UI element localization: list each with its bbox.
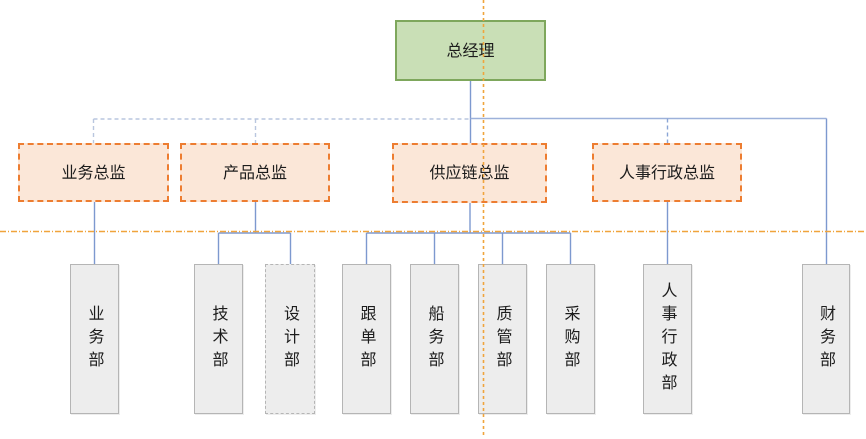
node-shipping-dept[interactable]: 船务部 — [410, 264, 459, 414]
node-finance-dept[interactable]: 财务部 — [802, 264, 850, 414]
node-tech-dept[interactable]: 技术部 — [194, 264, 243, 414]
node-order-follow-dept-label: 跟单部 — [357, 304, 377, 374]
node-general-manager-label: 总经理 — [446, 40, 495, 60]
node-hr-admin-director[interactable]: 人事行政总监 — [592, 143, 742, 202]
node-purchasing-dept[interactable]: 采购部 — [546, 264, 595, 414]
node-hr-admin-dept-label: 人事行政部 — [658, 281, 678, 397]
node-quality-dept-label: 质管部 — [493, 304, 513, 374]
node-product-director-label: 产品总监 — [222, 162, 287, 182]
node-design-dept[interactable]: 设计部 — [265, 264, 315, 414]
node-general-manager[interactable]: 总经理 — [395, 20, 546, 81]
node-supply-chain-director[interactable]: 供应链总监 — [392, 143, 547, 203]
node-tech-dept-label: 技术部 — [209, 304, 229, 374]
node-hr-admin-director-label: 人事行政总监 — [618, 162, 715, 182]
node-business-director[interactable]: 业务总监 — [18, 143, 169, 202]
node-design-dept-label: 设计部 — [281, 304, 300, 374]
node-quality-dept[interactable]: 质管部 — [478, 264, 527, 414]
node-shipping-dept-label: 船务部 — [425, 304, 445, 374]
node-supply-chain-director-label: 供应链总监 — [429, 163, 510, 182]
node-finance-dept-label: 财务部 — [817, 304, 836, 374]
node-business-dept[interactable]: 业务部 — [70, 264, 119, 414]
node-order-follow-dept[interactable]: 跟单部 — [342, 264, 391, 414]
node-hr-admin-dept[interactable]: 人事行政部 — [643, 264, 692, 414]
node-purchasing-dept-label: 采购部 — [561, 304, 581, 374]
node-product-director[interactable]: 产品总监 — [180, 143, 330, 202]
node-business-dept-label: 业务部 — [85, 304, 105, 374]
node-business-director-label: 业务总监 — [61, 162, 126, 182]
